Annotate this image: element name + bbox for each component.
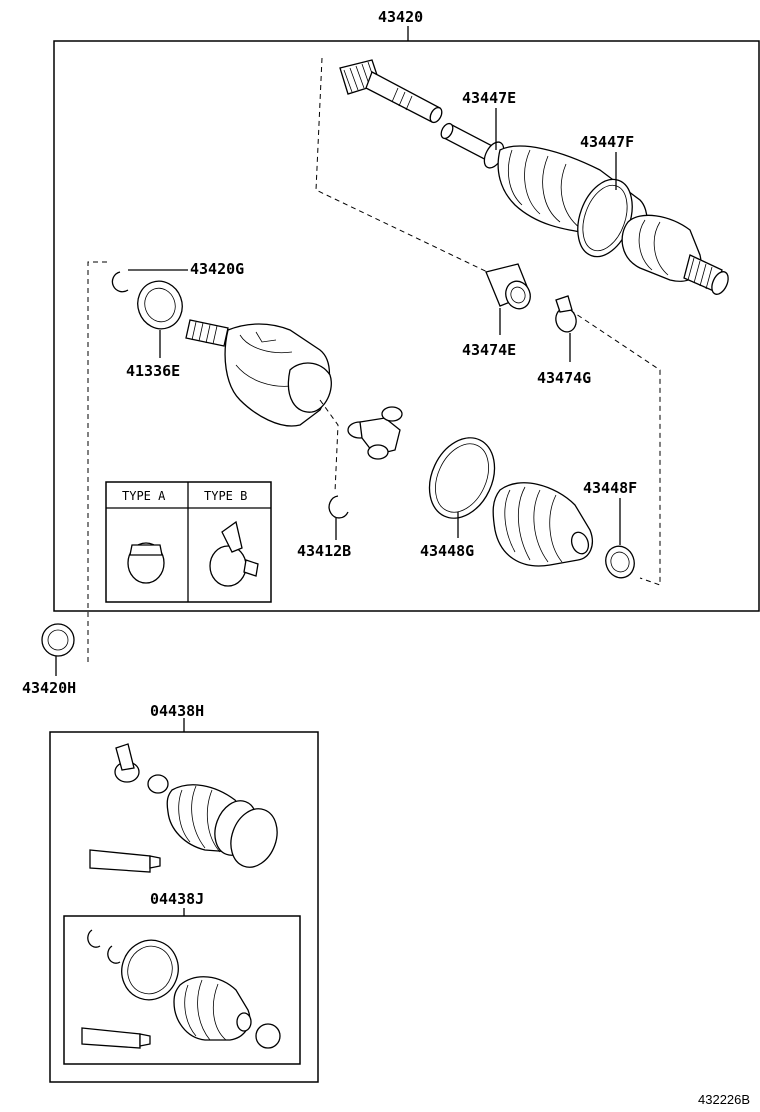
label-43448F[interactable]: 43448F [583, 479, 637, 497]
inboard-boot [492, 482, 593, 567]
drive-shaft-outboard [339, 59, 729, 295]
diagram-code: 432226B [698, 1092, 750, 1107]
label-43412B[interactable]: 43412B [297, 542, 351, 560]
type-a-label: TYPE A [122, 489, 166, 503]
label-43474G[interactable]: 43474G [537, 369, 591, 387]
label-43447E[interactable]: 43447E [462, 89, 516, 107]
boot-clamp-43448F [605, 545, 635, 579]
snap-ring-43412B [328, 495, 349, 519]
label-43448G[interactable]: 43448G [420, 542, 474, 560]
dynamic-damper-43474E [485, 263, 531, 310]
boot-kit-inboard-parts [81, 929, 281, 1049]
tripod-joint [347, 406, 403, 460]
damper-clamp-43474G [555, 295, 577, 333]
label-43474E[interactable]: 43474E [462, 341, 516, 359]
boot-kit-inner-frame [63, 915, 301, 1065]
type-b-label: TYPE B [204, 489, 247, 503]
snap-ring-43420G [111, 271, 129, 293]
label-43420G[interactable]: 43420G [190, 260, 244, 278]
bearing-43420H [41, 623, 75, 657]
label-43420H[interactable]: 43420H [22, 679, 76, 697]
clamp-type-inset: TYPE A TYPE B [105, 481, 272, 603]
label-04438J[interactable]: 04438J [150, 890, 204, 908]
boot-clamp-43448G [428, 437, 496, 519]
label-04438H[interactable]: 04438H [150, 702, 204, 720]
assembly-frame [53, 40, 760, 612]
inboard-joint-housing [185, 319, 332, 427]
label-41336E[interactable]: 41336E [126, 362, 180, 380]
dust-seal-41336E [137, 280, 183, 330]
boot-kit-outboard-parts [89, 743, 278, 873]
label-43447F[interactable]: 43447F [580, 133, 634, 151]
label-43420[interactable]: 43420 [378, 8, 423, 26]
